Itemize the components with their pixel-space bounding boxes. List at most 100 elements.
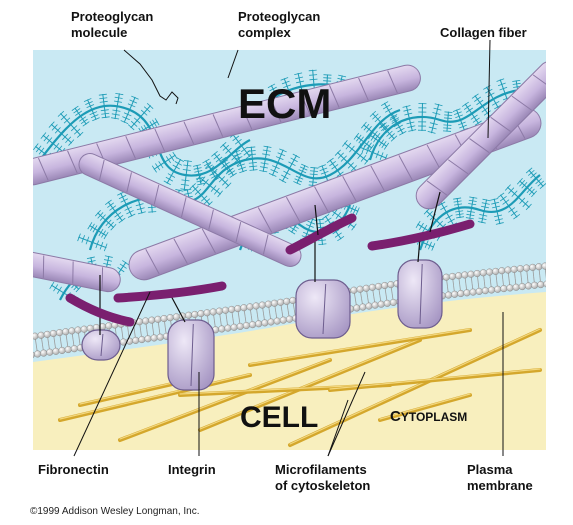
proteoglycan-feather [384,101,389,104]
proteoglycan-feather [103,97,108,99]
collagen-band [490,116,511,132]
lipid-tail [121,327,123,334]
proteoglycan-feather [353,209,356,214]
lipid-tail [367,297,369,304]
proteoglycan-feather [57,127,61,131]
proteoglycan-feather [457,197,462,199]
proteoglycan-feather [115,117,120,120]
collagen-fiber [78,153,302,267]
lipid-tail [151,323,154,330]
proteoglycan-feather [363,155,367,159]
proteoglycan-feather [82,116,87,120]
label-proteoglycan-molecule: Proteoglycan molecule [71,9,157,40]
proteoglycan-feather [196,164,201,166]
proteoglycan-branch [207,164,219,176]
proteoglycan-feather [504,187,509,191]
lipid-tail [140,330,142,337]
lipid-head [218,325,226,333]
proteoglycan-feather [469,217,474,220]
proteoglycan-feather [302,231,308,235]
lipid-tail [274,306,277,313]
proteoglycan-feather [87,225,91,230]
proteoglycan-feather [103,235,107,240]
proteoglycan-branch [89,225,99,232]
proteoglycan-feather [99,97,104,100]
proteoglycan-feather [199,173,203,178]
proteoglycan-feather [94,212,99,217]
lipid-head [249,321,257,329]
proteoglycan-feather [274,89,279,93]
proteoglycan-feather [492,206,497,209]
proteoglycan-feather [296,182,301,186]
proteoglycan-feather [216,153,221,158]
lipid-tail [281,311,284,318]
proteoglycan-branch [251,158,255,171]
proteoglycan-branch [198,176,211,186]
proteoglycan-feather [298,169,303,172]
proteoglycan-branch [369,134,379,142]
proteoglycan-feather [105,243,108,248]
lipid-head [285,315,294,323]
lipid-tail [483,275,485,282]
proteoglycan-feather [407,126,412,129]
proteoglycan-feather [485,90,490,94]
proteoglycan-feather [86,257,91,260]
proteoglycan-feather [182,169,187,171]
proteoglycan-branch [86,99,93,110]
proteoglycan-feather [103,247,107,252]
proteoglycan-branch [191,185,202,196]
proteoglycan-feather [427,131,432,133]
proteoglycan-feather [187,165,192,167]
lipid-head [252,302,260,310]
proteoglycan-feather [383,125,388,129]
proteoglycan-feather [154,118,158,122]
proteoglycan-feather [468,203,473,205]
proteoglycan-feather [99,217,104,221]
proteoglycan-branch [422,242,435,248]
proteoglycan-feather [244,146,248,150]
proteoglycan-feather [214,168,218,173]
label-plasma-membrane: Plasma membrane [467,462,533,493]
proteoglycan-feather [309,225,314,228]
proteoglycan-feather [393,114,398,117]
fibronectin-collagen-link [429,191,441,233]
proteoglycan-feather [184,193,189,195]
proteoglycan-feather [62,136,66,141]
proteoglycan-feather [79,131,84,136]
proteoglycan-feather [269,88,274,92]
proteoglycan-feather [429,211,433,215]
lipid-tail [379,295,382,302]
collagen-body [78,153,302,267]
proteoglycan-feather [459,210,464,212]
collagen-body [415,60,546,210]
proteoglycan-feather [525,206,530,211]
proteoglycan-feather [383,122,387,126]
proteoglycan-feather [73,131,78,135]
proteoglycan-feather [424,243,428,248]
proteoglycan-feather [418,226,422,231]
proteoglycan-branch [102,94,105,107]
proteoglycan-feather [321,164,326,167]
proteoglycan-feather [501,82,506,85]
proteoglycan-feather [275,156,280,159]
lipid-tail [42,344,44,351]
proteoglycan-feather [385,124,390,129]
lipid-tail [269,313,271,320]
proteoglycan-feather [185,179,190,182]
lipid-head [156,333,164,341]
proteoglycan-feather [375,113,379,117]
proteoglycan-feather [476,102,481,106]
proteoglycan-feather [445,216,450,220]
ecm-title: ECM [238,80,331,127]
microfilament-highlight [59,373,251,420]
proteoglycan-feather [172,164,177,168]
proteoglycan-branch [123,109,131,123]
proteoglycan-feather [107,263,112,266]
proteoglycan-branch [535,177,544,187]
proteoglycan-feather [228,147,232,152]
proteoglycan-feather [102,214,106,218]
proteoglycan-feather [56,143,60,147]
proteoglycan-feather [221,165,225,169]
proteoglycan-feather [490,198,495,201]
proteoglycan-feather [242,169,248,172]
